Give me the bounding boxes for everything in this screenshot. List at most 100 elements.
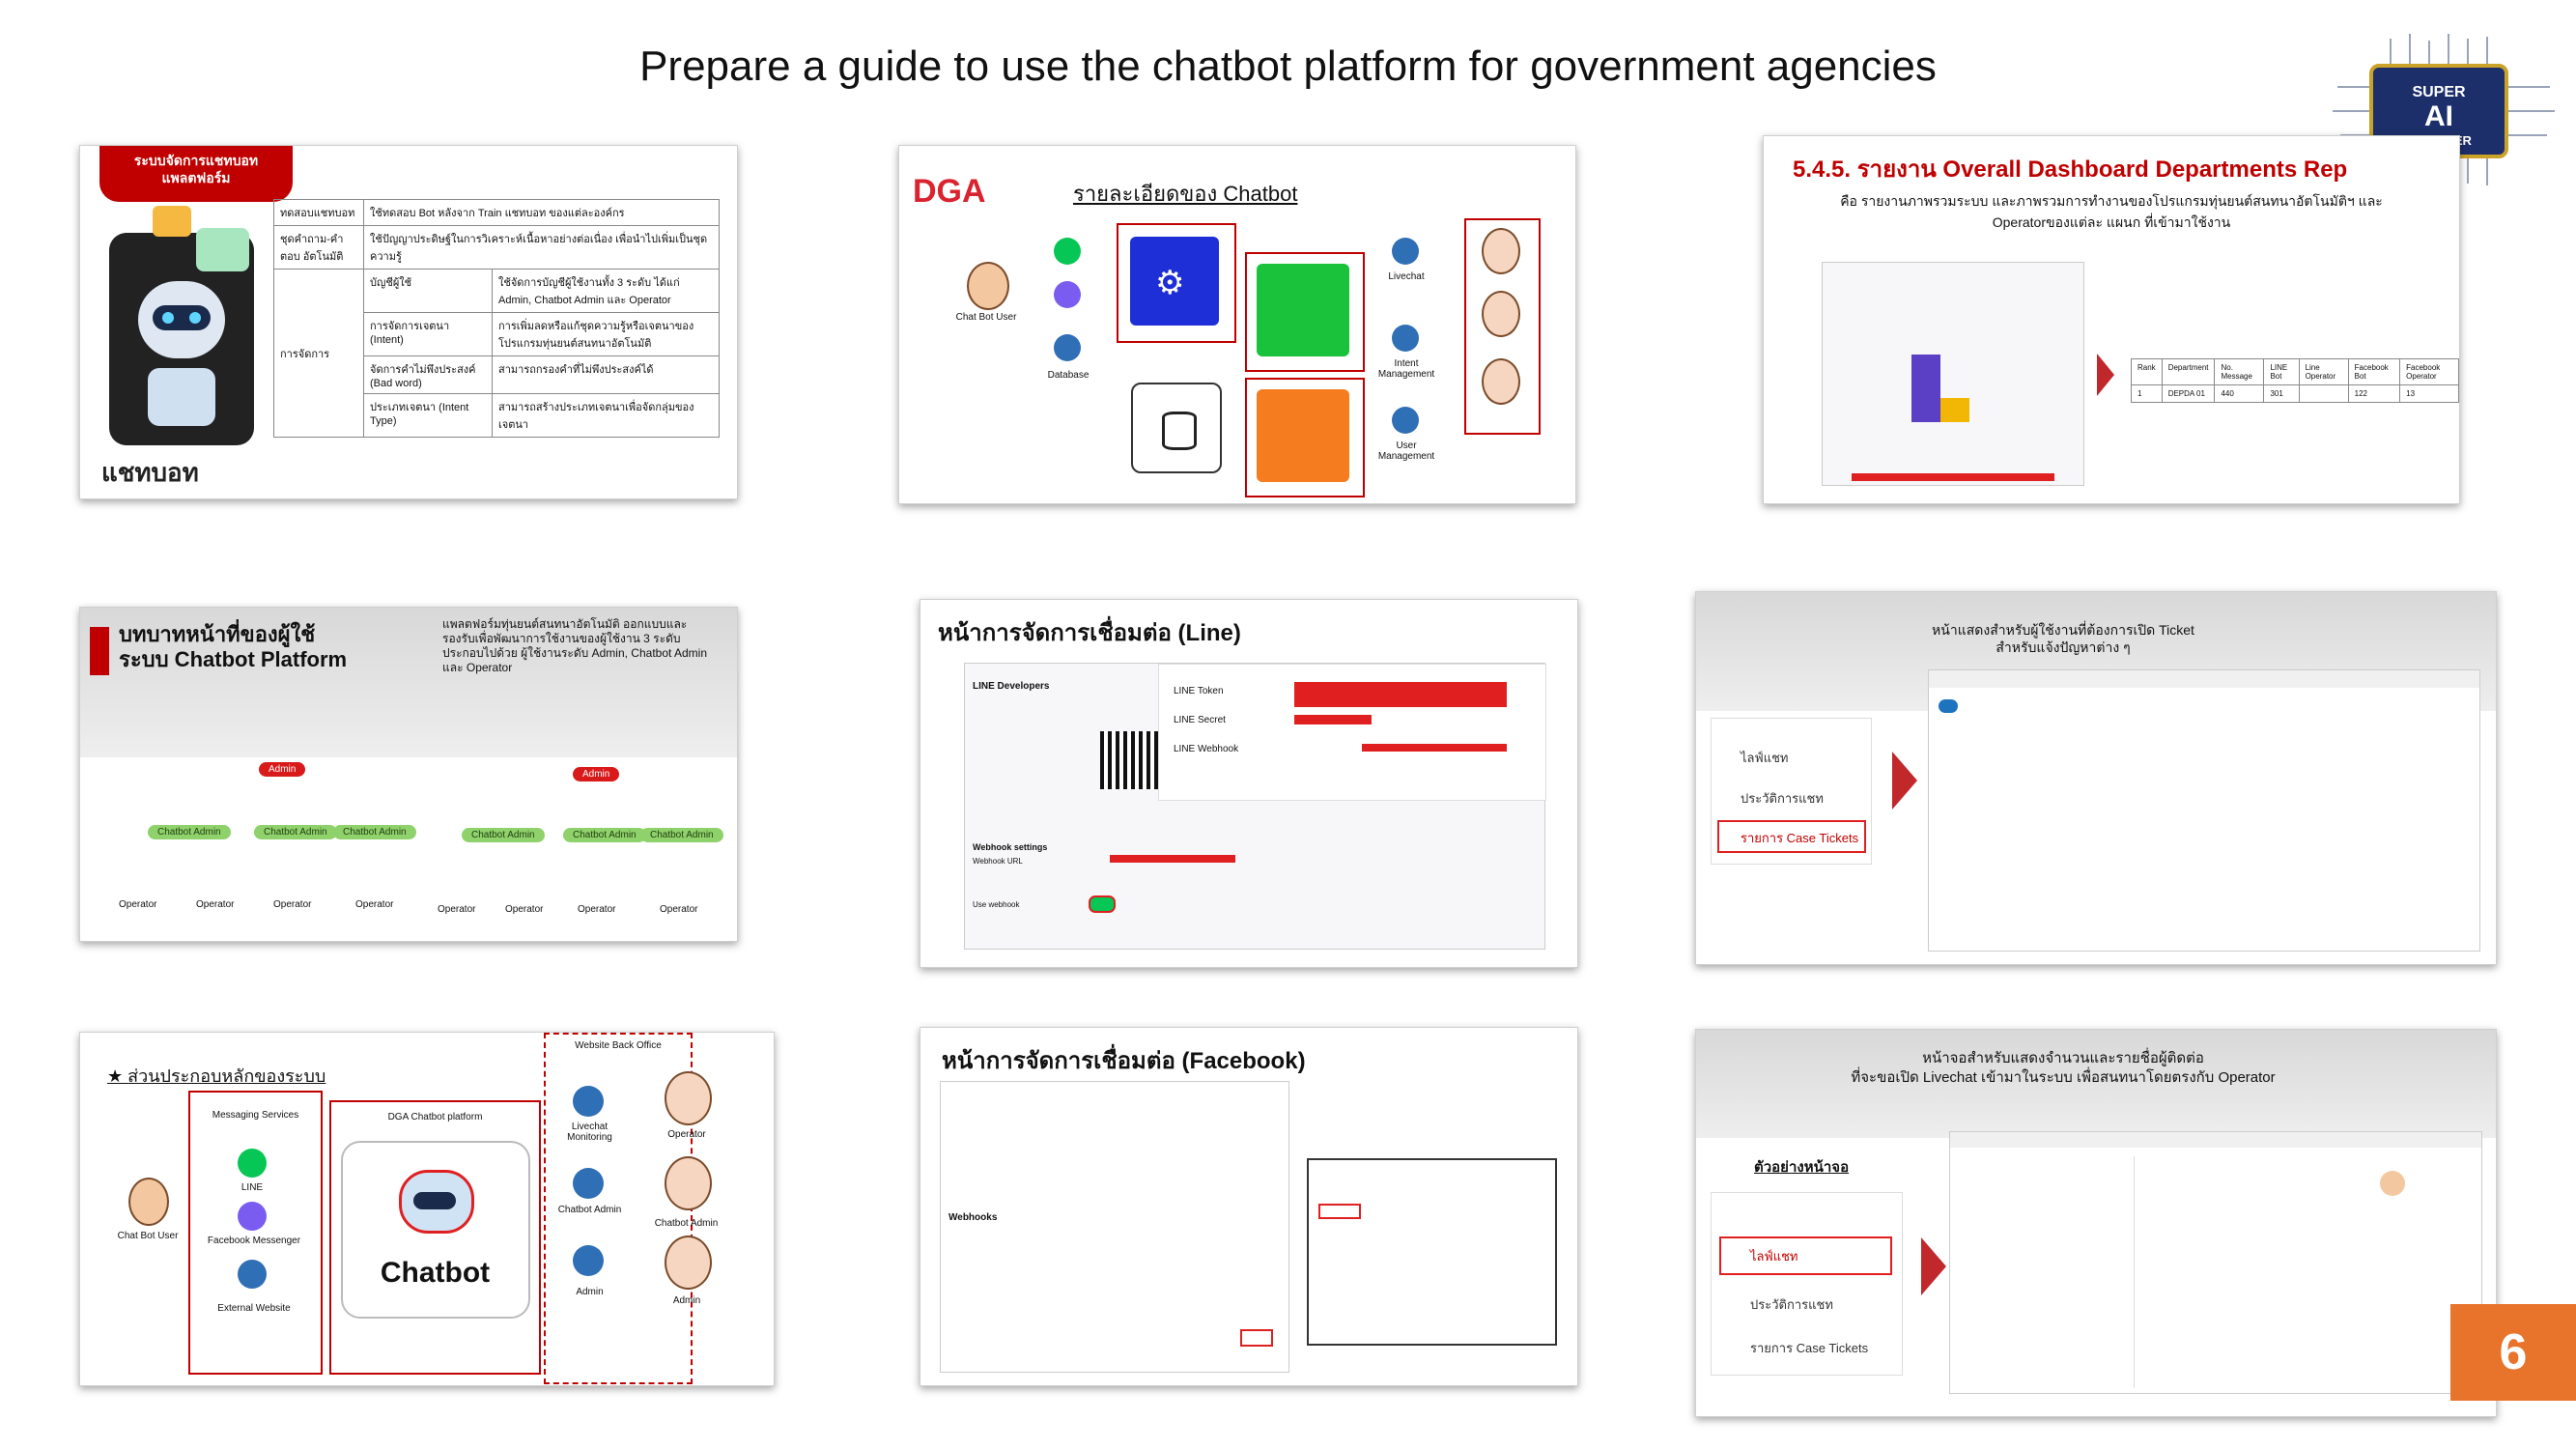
slide-facebook-connection: หน้าการจัดการเชื่อมต่อ (Facebook) Webhoo…: [920, 1027, 1578, 1386]
operator-label: Operator: [505, 904, 544, 915]
arrow-icon: [1892, 752, 1917, 810]
slide-case-tickets: หน้าแสดงสำหรับผู้ใช้งานที่ต้องการเปิด Ti…: [1695, 591, 2497, 965]
side-menu: ไลฟ์แชท ประวัติการแชท รายการ Case Ticket…: [1711, 1192, 1903, 1376]
operator-label: Operator: [578, 904, 616, 915]
menu-item-livechat[interactable]: ไลฟ์แชท: [1741, 751, 1789, 765]
operator-label: Operator: [660, 904, 698, 915]
slide-dashboard-report: 5.4.5. รายงาน Overall Dashboard Departme…: [1763, 135, 2460, 504]
chatbot-label: Chatbot: [380, 1257, 491, 1289]
menu-item-livechat[interactable]: ไลฟ์แชท: [1750, 1249, 1798, 1264]
chat-bubble-icon: [153, 206, 191, 237]
arrow-icon: [2097, 354, 2114, 396]
operator-label: Operator: [667, 1129, 706, 1140]
messenger-icon: [238, 1202, 267, 1231]
globe-icon: [1054, 334, 1081, 361]
webhook-toggle[interactable]: [1089, 895, 1116, 913]
line-token-label: LINE Token: [1174, 686, 1224, 696]
admin-avatar: [665, 1236, 712, 1290]
webhooks-label: Webhooks: [948, 1212, 998, 1223]
chatbot-admin-avatar: [665, 1156, 712, 1210]
page-title: Prepare a guide to use the chatbot platf…: [639, 43, 1937, 90]
admin-label: Admin: [672, 1295, 701, 1306]
operator-label: Operator: [196, 899, 235, 910]
slide-banner: ระบบจัดการแชทบอท แพลตฟอร์ม: [99, 146, 293, 202]
livechat-screenshot: [1949, 1131, 2482, 1394]
slide-chatbot-details: DGA รายละเอียดของ Chatbot Chat Bot User …: [898, 145, 1576, 504]
user-avatar: [967, 262, 1009, 310]
user-management-box: [1245, 378, 1365, 497]
edit-button-highlight[interactable]: [1240, 1329, 1273, 1347]
table-row: ชุดคำถาม-คำตอบ อัตโนมัติใช้ปัญญาประดิษฐ์…: [273, 225, 720, 270]
menu-item-case-tickets[interactable]: รายการ Case Tickets: [1741, 831, 1859, 845]
menu-item-chat-history[interactable]: ประวัติการแชท: [1741, 791, 1824, 806]
chat-bot-user-label: Chat Bot User: [955, 312, 1017, 323]
facebook-settings-screenshot: Webhooks: [940, 1081, 1289, 1373]
chatbot-admin-pill: Chatbot Admin: [254, 825, 337, 839]
messaging-services-label: Messaging Services: [212, 1110, 299, 1121]
page-number: 6: [2450, 1304, 2576, 1401]
slide-user-roles: บทบาทหน้าที่ของผู้ใช้ ระบบ Chatbot Platf…: [79, 607, 738, 942]
svg-text:SUPER: SUPER: [2412, 84, 2466, 100]
dga-logo: DGA: [913, 173, 986, 210]
globe-icon: [238, 1260, 267, 1289]
globe-icon: [573, 1245, 604, 1276]
arrow-icon: [1921, 1237, 1946, 1295]
intent-management-label: Intent Management: [1377, 358, 1435, 380]
operator-label: Operator: [273, 899, 312, 910]
slide-line-connection: หน้าการจัดการเชื่อมต่อ (Line) LINE Devel…: [920, 599, 1578, 968]
livechat-highlight: [1719, 1236, 1892, 1275]
chat-bot-user-label: Chat Bot User: [117, 1231, 179, 1241]
use-webhook-label: Use webhook: [973, 900, 1020, 909]
slide-title: บทบาทหน้าที่ของผู้ใช้ ระบบ Chatbot Platf…: [119, 622, 348, 671]
admin-role-pill: Admin: [259, 762, 306, 777]
user-avatar: [128, 1178, 169, 1226]
gears-icon: ⚙: [1155, 265, 1185, 301]
livechat-label: Livechat: [1388, 271, 1425, 282]
menu-item-chat-history[interactable]: ประวัติการแชท: [1750, 1297, 1833, 1312]
globe-icon: [573, 1168, 604, 1199]
slide-description: แพลตฟอร์มทุ่นยนต์สนทนาอัตโนมัติ ออกแบบแล…: [442, 617, 708, 674]
chat-bubble-icon: [196, 228, 249, 271]
slide-title: รายละเอียดของ Chatbot: [1073, 182, 1298, 206]
database-icon: [1131, 383, 1222, 473]
slide-title: หน้าจอสำหรับแสดงจำนวนและรายชื่อผู้ติดต่อ…: [1851, 1050, 2276, 1086]
webhook-settings-label: Webhook settings: [973, 842, 1048, 852]
slide-system-components: ★ ส่วนประกอบหลักของระบบ Chat Bot User Me…: [79, 1032, 775, 1386]
slide-subtitle: คือ รายงานภาพรวมระบบ และภาพรวมการทำงานขอ…: [1840, 193, 2383, 230]
messaging-services-box: Messaging Services: [188, 1091, 323, 1375]
table-row: จัดการคำไม่พึงประสงค์ (Bad word)สามารถกร…: [274, 355, 720, 394]
slide-chatbot-management: ระบบจัดการแชทบอท แพลตฟอร์ม แชทบอท ทดสอบแ…: [79, 145, 738, 499]
example-label: ตัวอย่างหน้าจอ: [1754, 1159, 1850, 1176]
operator-label: Operator: [119, 899, 157, 910]
intent-config-box: [1245, 252, 1365, 372]
slide-title: 5.4.5. รายงาน Overall Dashboard Departme…: [1793, 156, 2348, 183]
operator-label: Operator: [438, 904, 476, 915]
globe-icon: [1392, 238, 1419, 265]
qr-code: [1100, 731, 1158, 789]
case-tickets-highlight: [1717, 820, 1866, 853]
livechat-monitoring-label: Livechat Monitoring: [567, 1122, 612, 1143]
operator-label: Operator: [355, 899, 394, 910]
globe-icon: [573, 1086, 604, 1117]
line-icon: [238, 1149, 267, 1178]
table-row: การจัดการเจตนา (Intent)การเพิ่มลดหรือแก้…: [274, 312, 720, 356]
chatbot-admin-pill: Chatbot Admin: [462, 828, 545, 842]
robot-icon: [399, 1170, 474, 1234]
dga-platform-label: DGA Chatbot platform: [387, 1112, 483, 1122]
menu-item-case-tickets[interactable]: รายการ Case Tickets: [1750, 1341, 1869, 1355]
line-developers-screenshot: LINE Developers LINE Token LINE Secret L…: [964, 663, 1546, 950]
line-settings-panel: LINE Token LINE Secret LINE Webhook: [1158, 664, 1546, 801]
webhook-url-label: Webhook URL: [973, 857, 1023, 866]
slide-title: ★ ส่วนประกอบหลักของระบบ: [107, 1066, 326, 1086]
chatbot-admin-label: Chatbot Admin: [654, 1218, 719, 1229]
chatbot-admin-pill: Chatbot Admin: [563, 828, 646, 842]
chatbot-engine-box: ⚙: [1117, 223, 1236, 343]
dga-platform-box: DGA Chatbot platform Chatbot: [329, 1100, 541, 1375]
admin-avatar: [1482, 358, 1520, 405]
line-label: LINE: [241, 1182, 264, 1193]
slide-livechat-contacts: หน้าจอสำหรับแสดงจำนวนและรายชื่อผู้ติดต่อ…: [1695, 1029, 2497, 1417]
admin-role-pill: Admin: [573, 767, 620, 781]
operator-avatar: [665, 1071, 712, 1125]
